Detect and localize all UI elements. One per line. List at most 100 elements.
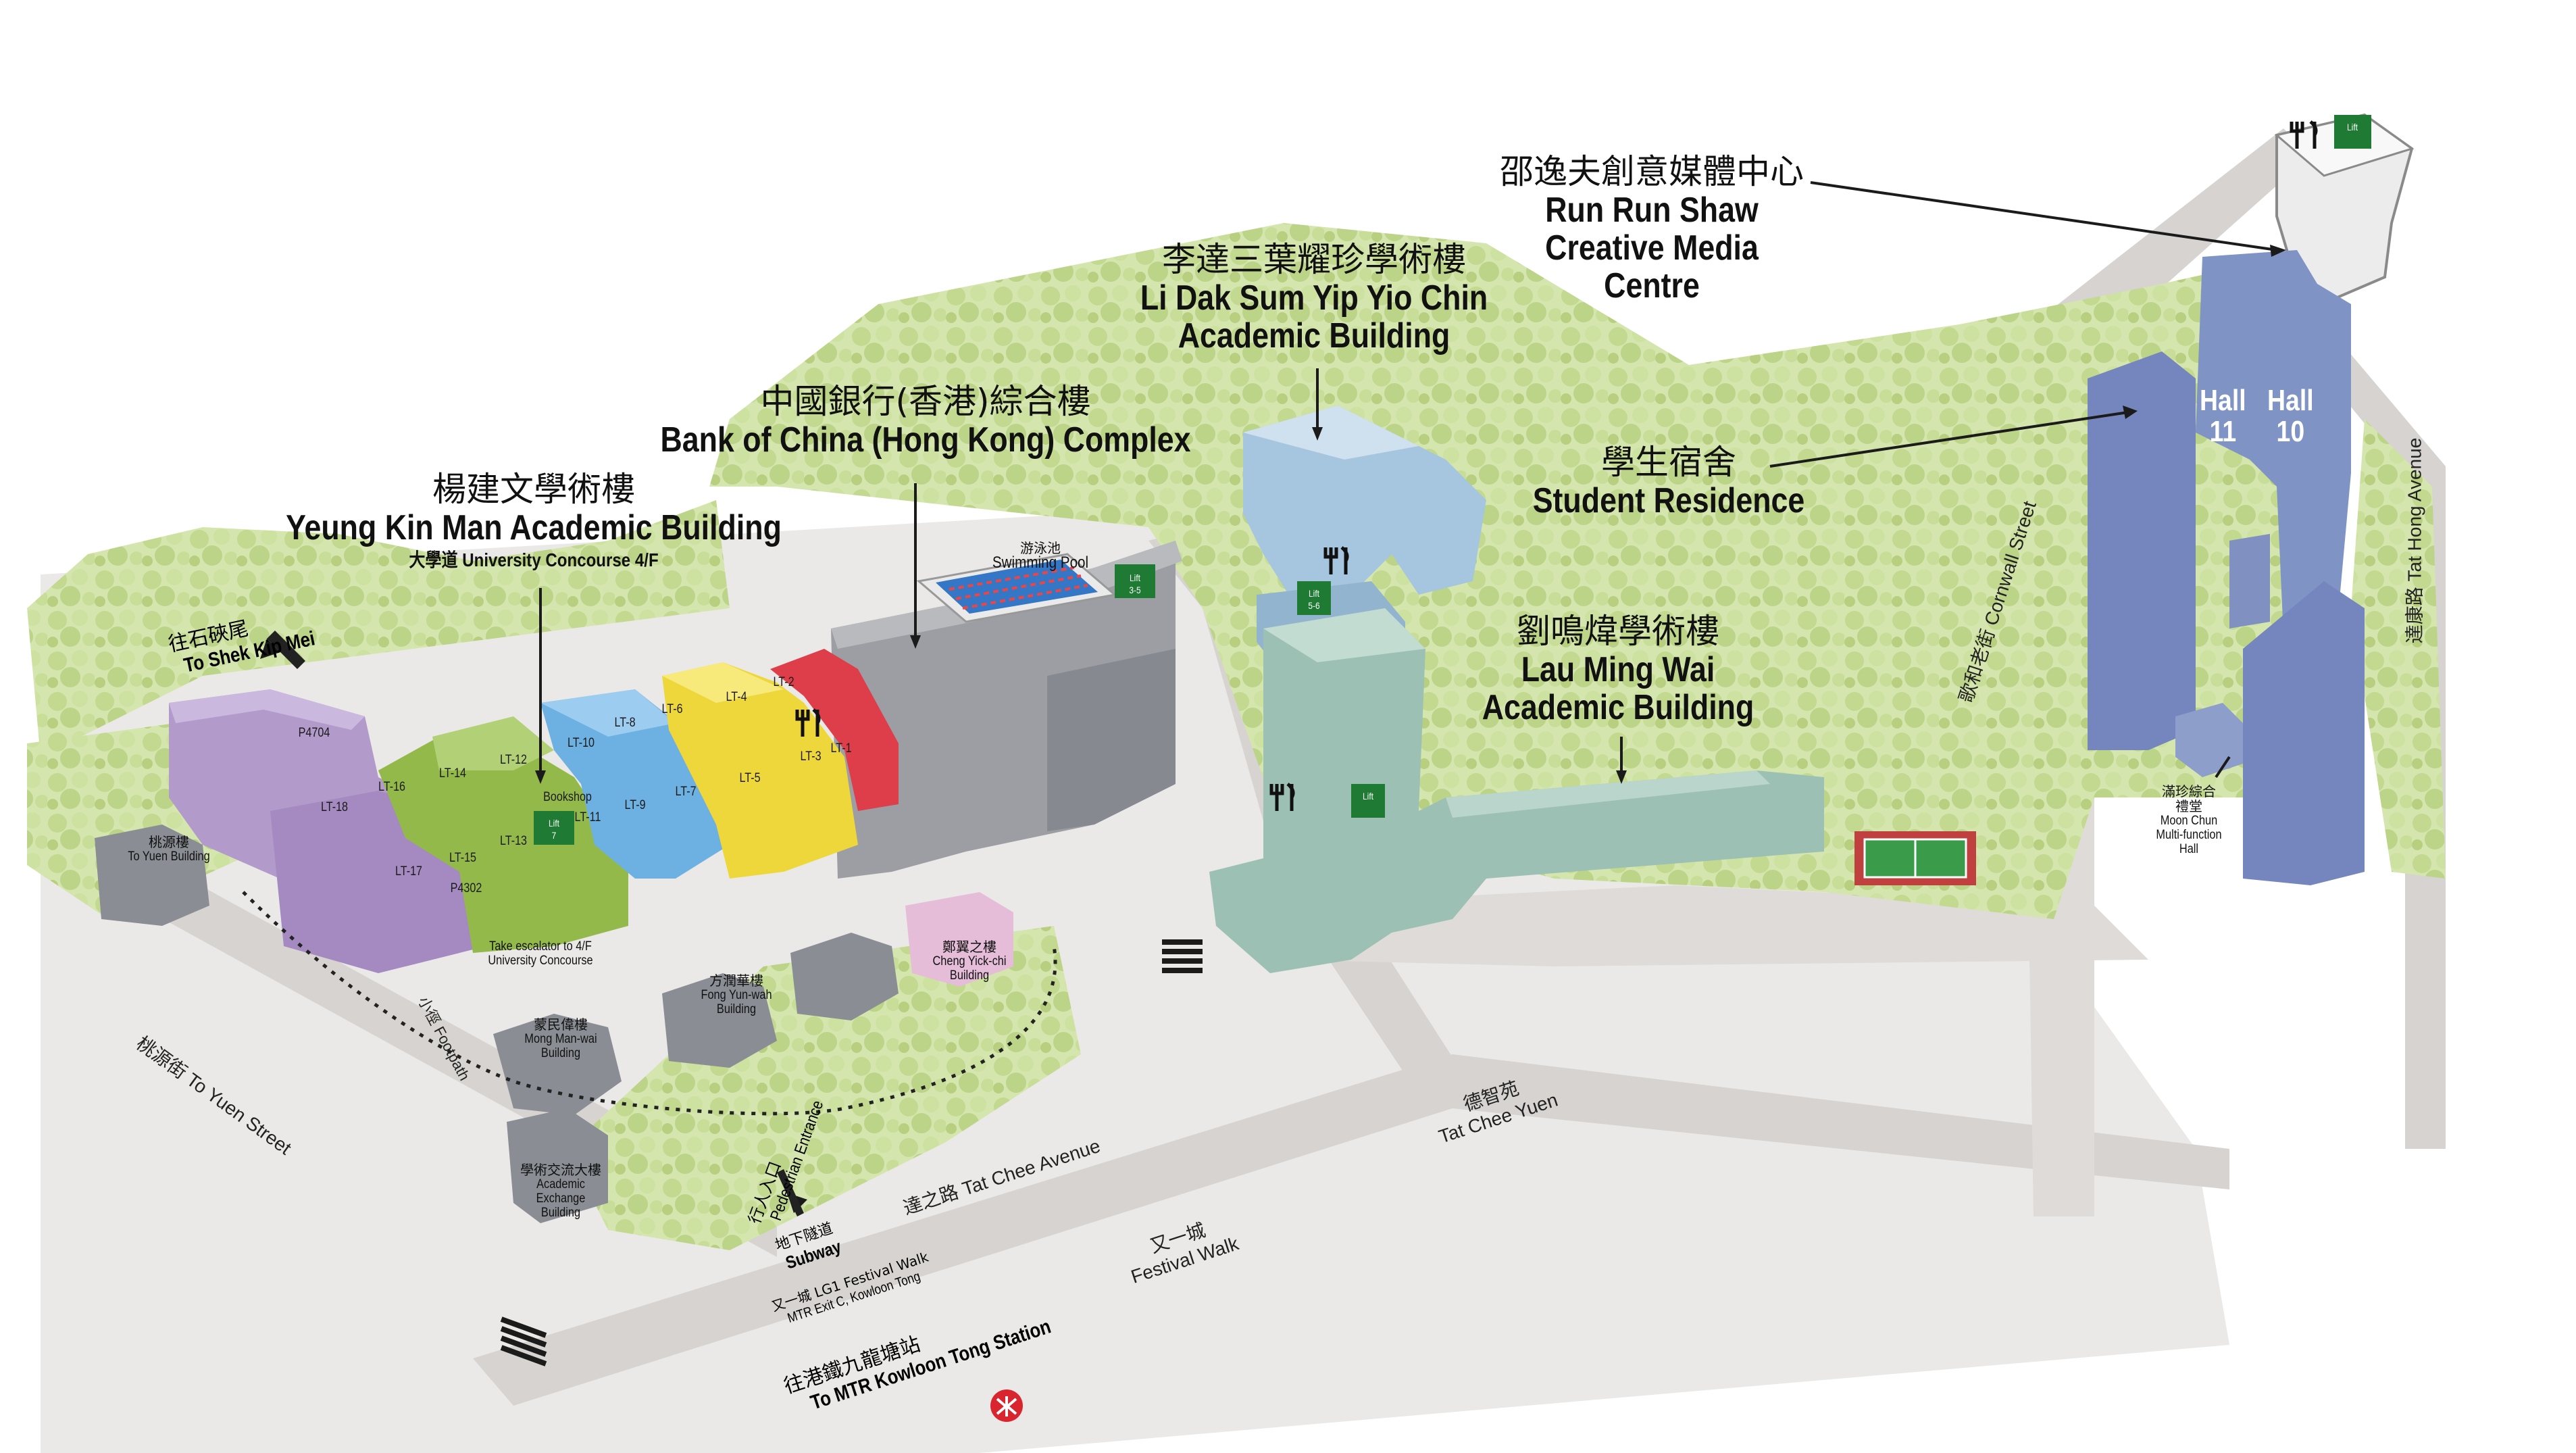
tat-hong-avenue-zh: 達康路 <box>2403 587 2426 644</box>
cheng-yick-chi-zh: 鄭翼之樓 <box>942 939 996 955</box>
swimming-pool-en: Swimming Pool <box>992 553 1089 572</box>
mong-man-wai-zh: 蒙民偉樓 <box>534 1016 588 1033</box>
student-residence-zh: 學生宿舍 <box>1600 443 1736 482</box>
room-tag: P4302 <box>450 881 482 895</box>
lift-sign-text: Lift <box>1130 572 1140 583</box>
lau-ming-wai-en-2: Academic Building <box>1482 688 1754 727</box>
cheng-yick-chi-label: 鄭翼之樓 Cheng Yick-chi Building <box>922 939 1017 983</box>
room-tag: LT-16 <box>378 780 406 794</box>
tat-hong-avenue-en: Tat Hong Avenue <box>2404 437 2425 582</box>
to-yuen-en: To Yuen Building <box>128 849 210 864</box>
run-run-shaw-en-1: Run Run Shaw <box>1545 191 1759 230</box>
student-residence-label: 學生宿舍 Student Residence <box>1511 443 1827 520</box>
room-tag: LT-17 <box>395 864 423 879</box>
room-tag: LT-18 <box>320 800 349 814</box>
room-tag: LT-8 <box>614 716 636 730</box>
room-tag: LT-11 <box>574 810 601 824</box>
escalator-note: Take escalator to 4/F University Concour… <box>480 939 602 968</box>
fong-yun-wah-en: Fong Yun-wah Building <box>701 988 772 1016</box>
li-dak-sum-en-2: Academic Building <box>1178 316 1450 355</box>
bank-of-china-en: Bank of China (Hong Kong) Complex <box>660 420 1191 460</box>
mong-man-wai-en: Mong Man-wai Building <box>524 1032 597 1060</box>
tat-hong-avenue: 達康路 Tat Hong Avenue <box>2400 438 2427 644</box>
hall-10-word: Hall <box>2267 384 2314 417</box>
mong-man-wai-label: 蒙民偉樓 Mong Man-wai Building <box>513 1017 608 1060</box>
hall-11-label: Hall 11 <box>2200 385 2246 447</box>
cheng-yick-chi-building[interactable] <box>905 892 1013 987</box>
moon-chun-zh-2: 禮堂 <box>2175 798 2202 814</box>
li-dak-sum-label: 李達三葉耀珍學術樓 Li Dak Sum Yip Yio Chin Academ… <box>1112 240 1516 355</box>
academic-exchange-label: 學術交流大樓 Academic Exchange Building <box>510 1162 611 1220</box>
li-dak-sum-zh: 李達三葉耀珍學術樓 <box>1161 240 1466 279</box>
room-tag: P4704 <box>298 726 330 740</box>
lift-level-text: 5-6 <box>1308 600 1320 611</box>
lift-sign-text: Lift <box>1309 588 1319 599</box>
room-tag: LT-9 <box>624 798 646 812</box>
run-run-shaw-label: 邵逸夫創意媒體中心 Run Run Shaw Creative Media Ce… <box>1500 152 1804 305</box>
room-tag: LT-10 <box>567 736 595 750</box>
mtr-logo-icon <box>990 1389 1023 1422</box>
run-run-shaw-en-2: Creative Media <box>1545 228 1759 268</box>
fong-yun-wah-label: 方潤華樓 Fong Yun-wah Building <box>692 973 780 1016</box>
footpath <box>242 891 1057 1116</box>
hall-10-label: Hall 10 <box>2267 385 2314 447</box>
room-tag: LT-6 <box>661 702 683 716</box>
room-tag: LT-13 <box>499 834 528 848</box>
room-tag: LT-12 <box>499 753 528 767</box>
moon-chun-label: 滿珍綜合 禮堂 Moon Chun Multi-function Hall <box>2151 784 2227 856</box>
lau-ming-wai-en-1: Lau Ming Wai <box>1521 650 1715 689</box>
yeung-kin-man-label: 楊建文學術樓 Yeung Kin Man Academic Building 大… <box>245 470 822 574</box>
yeung-kin-man-zh: 楊建文學術樓 <box>432 470 635 509</box>
to-yuen-zh: 桃源樓 <box>149 834 189 850</box>
escalator-note-line2: University Concourse <box>488 954 593 968</box>
li-dak-sum-en-1: Li Dak Sum Yip Yio Chin <box>1140 278 1488 318</box>
academic-exchange-zh: 學術交流大樓 <box>520 1162 601 1178</box>
student-residence-en: Student Residence <box>1532 481 1805 520</box>
bank-of-china-label: 中國銀行(香港)綜合樓 Bank of China (Hong Kong) Co… <box>617 382 1234 459</box>
room-tag: LT-4 <box>726 690 747 704</box>
cheng-yick-chi-en: Cheng Yick-chi Building <box>932 954 1007 983</box>
lift-sign-text: Lift <box>1363 791 1373 802</box>
lau-ming-wai-label: 劉鳴煒學術樓 Lau Ming Wai Academic Building <box>1460 612 1776 726</box>
lift-level-text: 3-5 <box>1129 585 1141 595</box>
small-buildings[interactable] <box>95 824 899 1223</box>
hall-11-number: 11 <box>2209 415 2237 448</box>
hall-11-word: Hall <box>2200 384 2246 417</box>
university-concourse-label: 大學道 University Concourse 4/F <box>409 549 659 570</box>
direction-arrows <box>267 631 804 1216</box>
swimming-pool[interactable] <box>916 553 1117 623</box>
moon-chun-en-1: Moon Chun <box>2160 814 2218 828</box>
swimming-pool-label: 游泳池 Swimming Pool <box>984 540 1096 572</box>
lau-ming-wai-building[interactable] <box>1209 608 1824 973</box>
room-tag: LT-3 <box>800 749 822 764</box>
sports-court[interactable] <box>1854 831 1976 885</box>
room-tag: LT-7 <box>675 785 697 799</box>
yeung-kin-man-en: Yeung Kin Man Academic Building <box>286 508 782 547</box>
room-tag: LT-14 <box>438 766 467 781</box>
lift-sign-text: Lift <box>549 818 559 829</box>
moon-chun-en-2: Multi-function <box>2156 828 2222 842</box>
room-tag: LT-15 <box>449 851 477 865</box>
hall-10-number: 10 <box>2276 415 2305 448</box>
run-run-shaw-en-3: Centre <box>1604 266 1700 305</box>
leader-lines <box>539 181 2277 779</box>
room-tag: LT-2 <box>773 675 794 689</box>
academic-exchange-en: Academic Exchange Building <box>536 1177 586 1220</box>
lau-ming-wai-zh: 劉鳴煒學術樓 <box>1516 612 1719 651</box>
moon-chun-zh-1: 滿珍綜合 <box>2162 783 2216 799</box>
swimming-pool-zh: 游泳池 <box>1019 540 1061 556</box>
to-yuen-label: 桃源樓 To Yuen Building <box>121 835 216 864</box>
room-tag: LT-5 <box>739 771 761 785</box>
bookshop-tag: Bookshop <box>543 790 592 804</box>
student-residence-halls[interactable] <box>2088 250 2365 885</box>
lift-sign-text: Lift <box>2347 122 2358 132</box>
room-tag: LT-1 <box>830 741 852 756</box>
crosswalks <box>500 939 1203 1366</box>
fong-yun-wah-zh: 方潤華樓 <box>709 972 763 989</box>
run-run-shaw-zh: 邵逸夫創意媒體中心 <box>1500 152 1804 191</box>
moon-chun-en-3: Hall <box>2179 842 2199 856</box>
bank-of-china-zh: 中國銀行(香港)綜合樓 <box>760 382 1091 421</box>
restaurant-icons <box>795 120 2318 811</box>
lift-signs <box>534 115 2371 845</box>
